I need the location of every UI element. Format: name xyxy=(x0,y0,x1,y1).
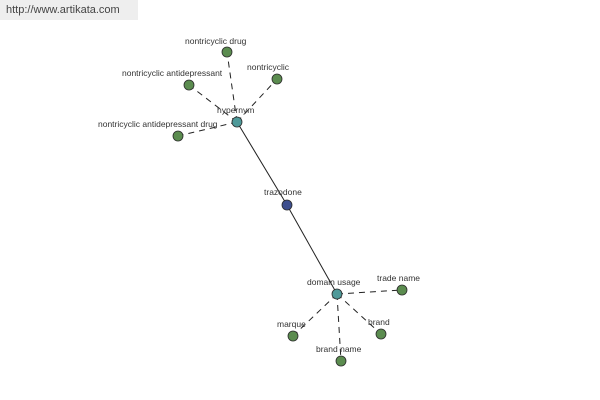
edge-domain-usage-trade-name xyxy=(336,289,403,295)
node-label-marque: marque xyxy=(277,319,306,329)
edge-domain-usage-brand-name xyxy=(336,293,342,362)
node-brand[interactable] xyxy=(375,328,387,340)
node-trade-name[interactable] xyxy=(396,284,408,296)
node-trazodone[interactable] xyxy=(281,199,293,211)
node-label-trade-name: trade name xyxy=(377,273,420,283)
edge-trazodone-domain-usage xyxy=(286,204,338,295)
edge-hypernym-nontricyclic-antidepressant xyxy=(188,84,238,123)
node-label-brand: brand xyxy=(368,317,390,327)
node-hypernym[interactable] xyxy=(231,116,243,128)
graph-edges xyxy=(177,51,403,362)
node-label-trazodone: trazodone xyxy=(264,187,302,197)
node-label-domain-usage: domain usage xyxy=(307,277,361,287)
node-nontricyclic-antidepressant[interactable] xyxy=(183,79,195,91)
node-label-nontricyclic: nontricyclic xyxy=(247,62,290,72)
node-label-nontricyclic-antidepressant: nontricyclic antidepressant xyxy=(122,68,223,78)
edge-trazodone-hypernym xyxy=(236,121,288,206)
node-marque[interactable] xyxy=(287,330,299,342)
node-label-brand-name: brand name xyxy=(316,344,362,354)
node-domain-usage[interactable] xyxy=(331,288,343,300)
artikata-link[interactable]: http://www.artikata.com xyxy=(6,4,120,16)
node-brand-name[interactable] xyxy=(335,355,347,367)
graph-labels: nontricyclic drug nontricyclic antidepres… xyxy=(98,36,420,354)
node-label-nontricyclic-drug: nontricyclic drug xyxy=(185,36,247,46)
node-nontricyclic[interactable] xyxy=(271,73,283,85)
node-nontricyclic-antidepressant-drug[interactable] xyxy=(172,130,184,142)
graph-nodes xyxy=(172,46,408,367)
node-label-hypernym: hypernym xyxy=(217,105,254,115)
edge-domain-usage-brand xyxy=(336,293,382,335)
edge-hypernym-nontricyclic xyxy=(236,78,278,123)
edge-domain-usage-marque xyxy=(292,293,338,337)
watermark-banner: http://www.artikata.com xyxy=(0,0,138,20)
node-label-nontricyclic-antidepressant-drug: nontricyclic antidepressant drug xyxy=(98,119,218,129)
node-nontricyclic-drug[interactable] xyxy=(221,46,233,58)
edge-hypernym-nontricyclic-drug xyxy=(226,51,238,123)
